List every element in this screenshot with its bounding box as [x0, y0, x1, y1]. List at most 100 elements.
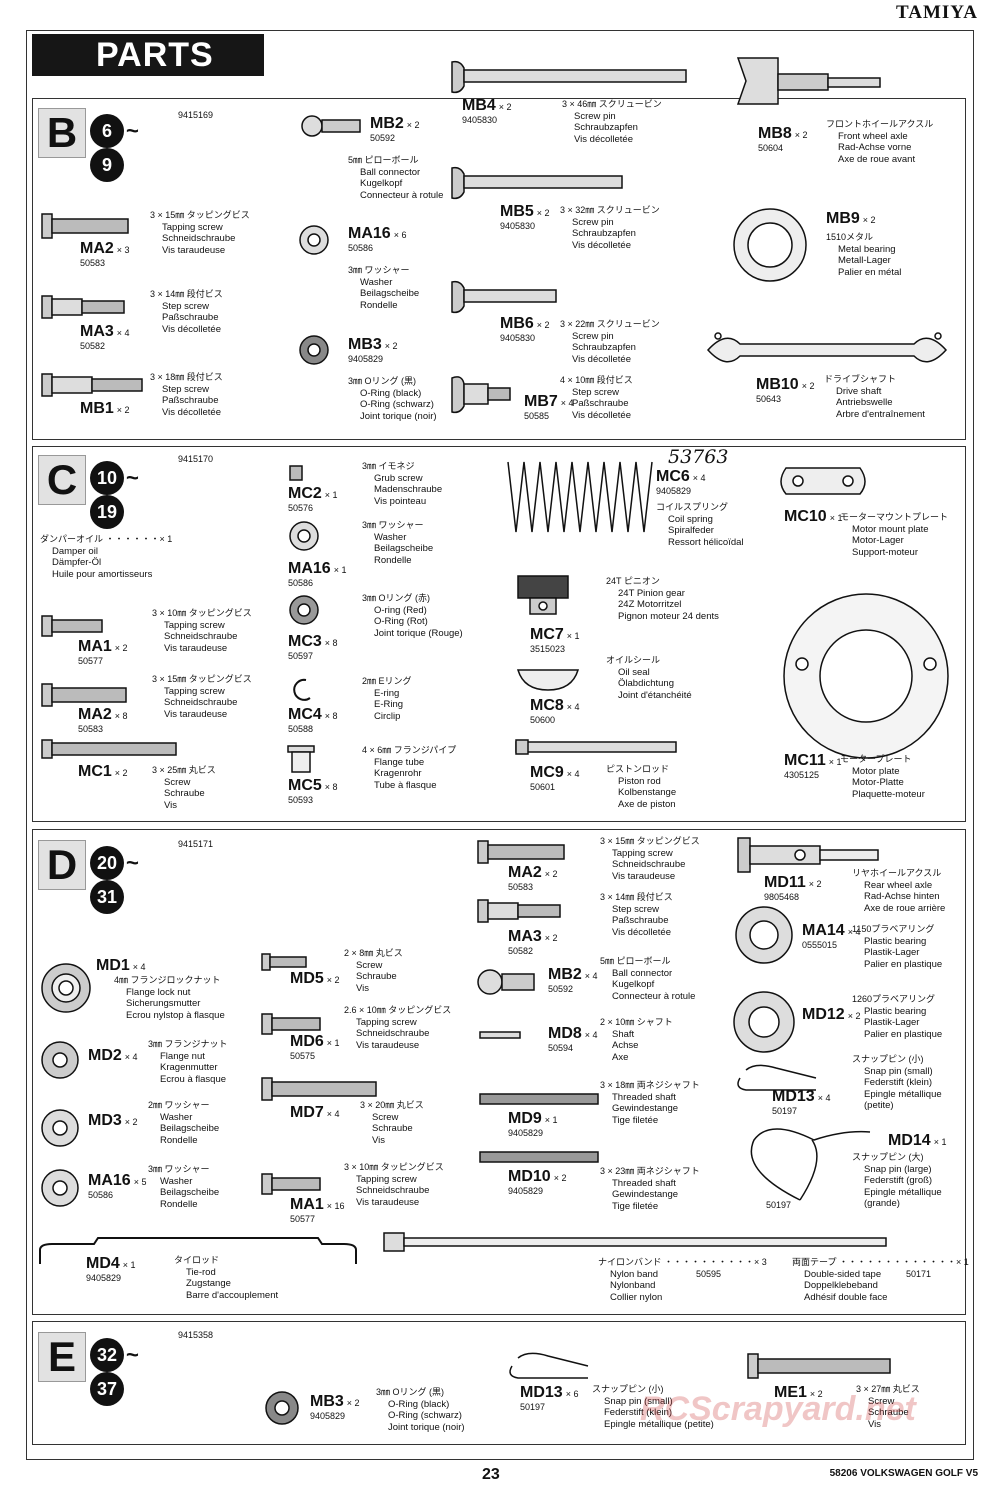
part-spec: 3 × 25㎜ 丸ビス	[152, 765, 216, 775]
part-name-line: O-Ring (black)	[360, 387, 422, 399]
part-quantity: × 8	[324, 638, 338, 648]
part-name-line: Axe de roue arrière	[864, 902, 946, 914]
part-label: MB1× 2	[80, 400, 130, 418]
part-number: 50592	[370, 133, 396, 143]
part-name-line: O-Ring (schwarz)	[360, 399, 434, 410]
mc6-coil-spring-icon	[507, 461, 653, 533]
part-name-line: Vis décolletée	[162, 406, 221, 418]
part-spec: 4㎜ フランジロックナット	[114, 975, 221, 985]
part-number: 0555015	[802, 940, 838, 950]
part-name-line: Schneidschraube	[356, 1028, 430, 1039]
part-quantity: × 2	[862, 215, 876, 225]
part-name-line: Grub screw	[374, 472, 423, 484]
part-name-line: Threaded shaft	[612, 1091, 676, 1103]
part-name-line: Arbre d'entraînement	[836, 408, 925, 420]
part-name-line: Step screw	[162, 300, 209, 312]
md13-snap-pin-icon	[509, 1352, 589, 1379]
part-name-line: Coil spring	[668, 513, 713, 525]
part-name-line: Ecrou à flasque	[160, 1073, 227, 1085]
part-code: MC9	[530, 764, 564, 781]
part-name-line: Federstift (groß)	[864, 1175, 933, 1186]
part-name-line: Achse	[612, 1040, 639, 1051]
md6-tapping-screw-icon	[261, 1013, 321, 1035]
mb2-ball-connector-icon	[301, 115, 361, 137]
part-code: MB10	[756, 376, 799, 393]
part-name-line: Zugstange	[186, 1278, 231, 1289]
part-name-line: Joint torique (noir)	[388, 1421, 465, 1433]
part-name-line: Vis décolletée	[572, 239, 631, 251]
mb10-drive-shaft-icon	[706, 332, 948, 363]
section-e-box	[32, 1321, 966, 1445]
part-description: 3㎜ Oリング (赤)O-ring (Red)O-Ring (Rot)Joint…	[362, 593, 463, 639]
part-code: MC11	[784, 752, 826, 769]
part-code: MA3	[80, 323, 114, 340]
part-spec: 3㎜ ワッシャー	[348, 265, 410, 275]
step-from: 20	[90, 846, 124, 880]
md14-snap-pin-icon	[750, 1128, 871, 1201]
part-number: 50197	[520, 1402, 546, 1412]
part-label: MD2× 4	[88, 1047, 138, 1065]
part-name-line: Paßschraube	[162, 312, 219, 323]
part-name-line: Ecrou nylstop à flasque	[126, 1009, 225, 1021]
section-letter: B	[38, 108, 86, 158]
part-code: MD4	[86, 1255, 120, 1272]
part-code: MB2	[548, 966, 582, 983]
part-quantity: × 2	[114, 643, 128, 653]
part-quantity: × 2	[384, 341, 398, 351]
part-number: 50600	[530, 715, 556, 725]
part-name-line: Vis décolletée	[612, 926, 671, 938]
part-number: 50197	[766, 1200, 792, 1210]
mc10-motor-mount-icon	[780, 467, 866, 495]
ma1-tapping-screw-icon	[261, 1173, 321, 1195]
part-name-line: Barre d'accouplement	[186, 1289, 279, 1301]
part-number: 50585	[524, 411, 550, 421]
part-name-line: Rear wheel axle	[864, 879, 933, 891]
part-name-line: Schneidschraube	[162, 233, 236, 244]
part-spec: 3 × 18㎜ 両ネジシャフト	[600, 1080, 700, 1090]
part-name-line: Rondelle	[160, 1134, 198, 1146]
part-name-line: Nylon band	[610, 1268, 659, 1280]
part-name-line: Joint d'étanchéité	[618, 689, 692, 701]
part-name-line: Screw pin	[574, 110, 616, 122]
ma3-step-screw-icon	[477, 899, 561, 923]
section-d-tag: D 20~31	[38, 840, 172, 914]
part-quantity: × 2	[536, 320, 550, 330]
bag-number: 9415169	[178, 110, 214, 120]
part-name-line: Ressort hélicoïdal	[668, 536, 744, 548]
part-code: MA16	[348, 225, 391, 242]
mc7-pinion-gear-icon	[517, 575, 569, 615]
part-name-line: Tige filetée	[612, 1114, 659, 1126]
part-name-line: Screw	[868, 1395, 895, 1407]
part-name-line: Paßschraube	[612, 915, 669, 926]
part-code: MC8	[530, 697, 564, 714]
part-quantity: × 2	[794, 130, 808, 140]
part-name-line: Circlip	[374, 710, 401, 722]
part-name-line: Axe de piston	[618, 798, 676, 810]
part-name-line: Epingle métallique	[864, 1186, 942, 1198]
mc1-screw-icon	[41, 739, 177, 759]
part-spec: 3 × 14㎜ 段付ビス	[150, 289, 223, 299]
mb9-bearing-icon	[733, 208, 807, 282]
part-name-line: Palier en plastique	[864, 1028, 943, 1040]
part-name-line: Doppelklebeband	[804, 1280, 878, 1291]
mb2-ball-connector-icon	[477, 969, 535, 995]
mc9-piston-rod-icon	[515, 739, 677, 755]
part-code: MB3	[310, 1393, 344, 1410]
part-name-line: Tige filetée	[612, 1200, 659, 1212]
part-code: MB6	[500, 315, 534, 332]
